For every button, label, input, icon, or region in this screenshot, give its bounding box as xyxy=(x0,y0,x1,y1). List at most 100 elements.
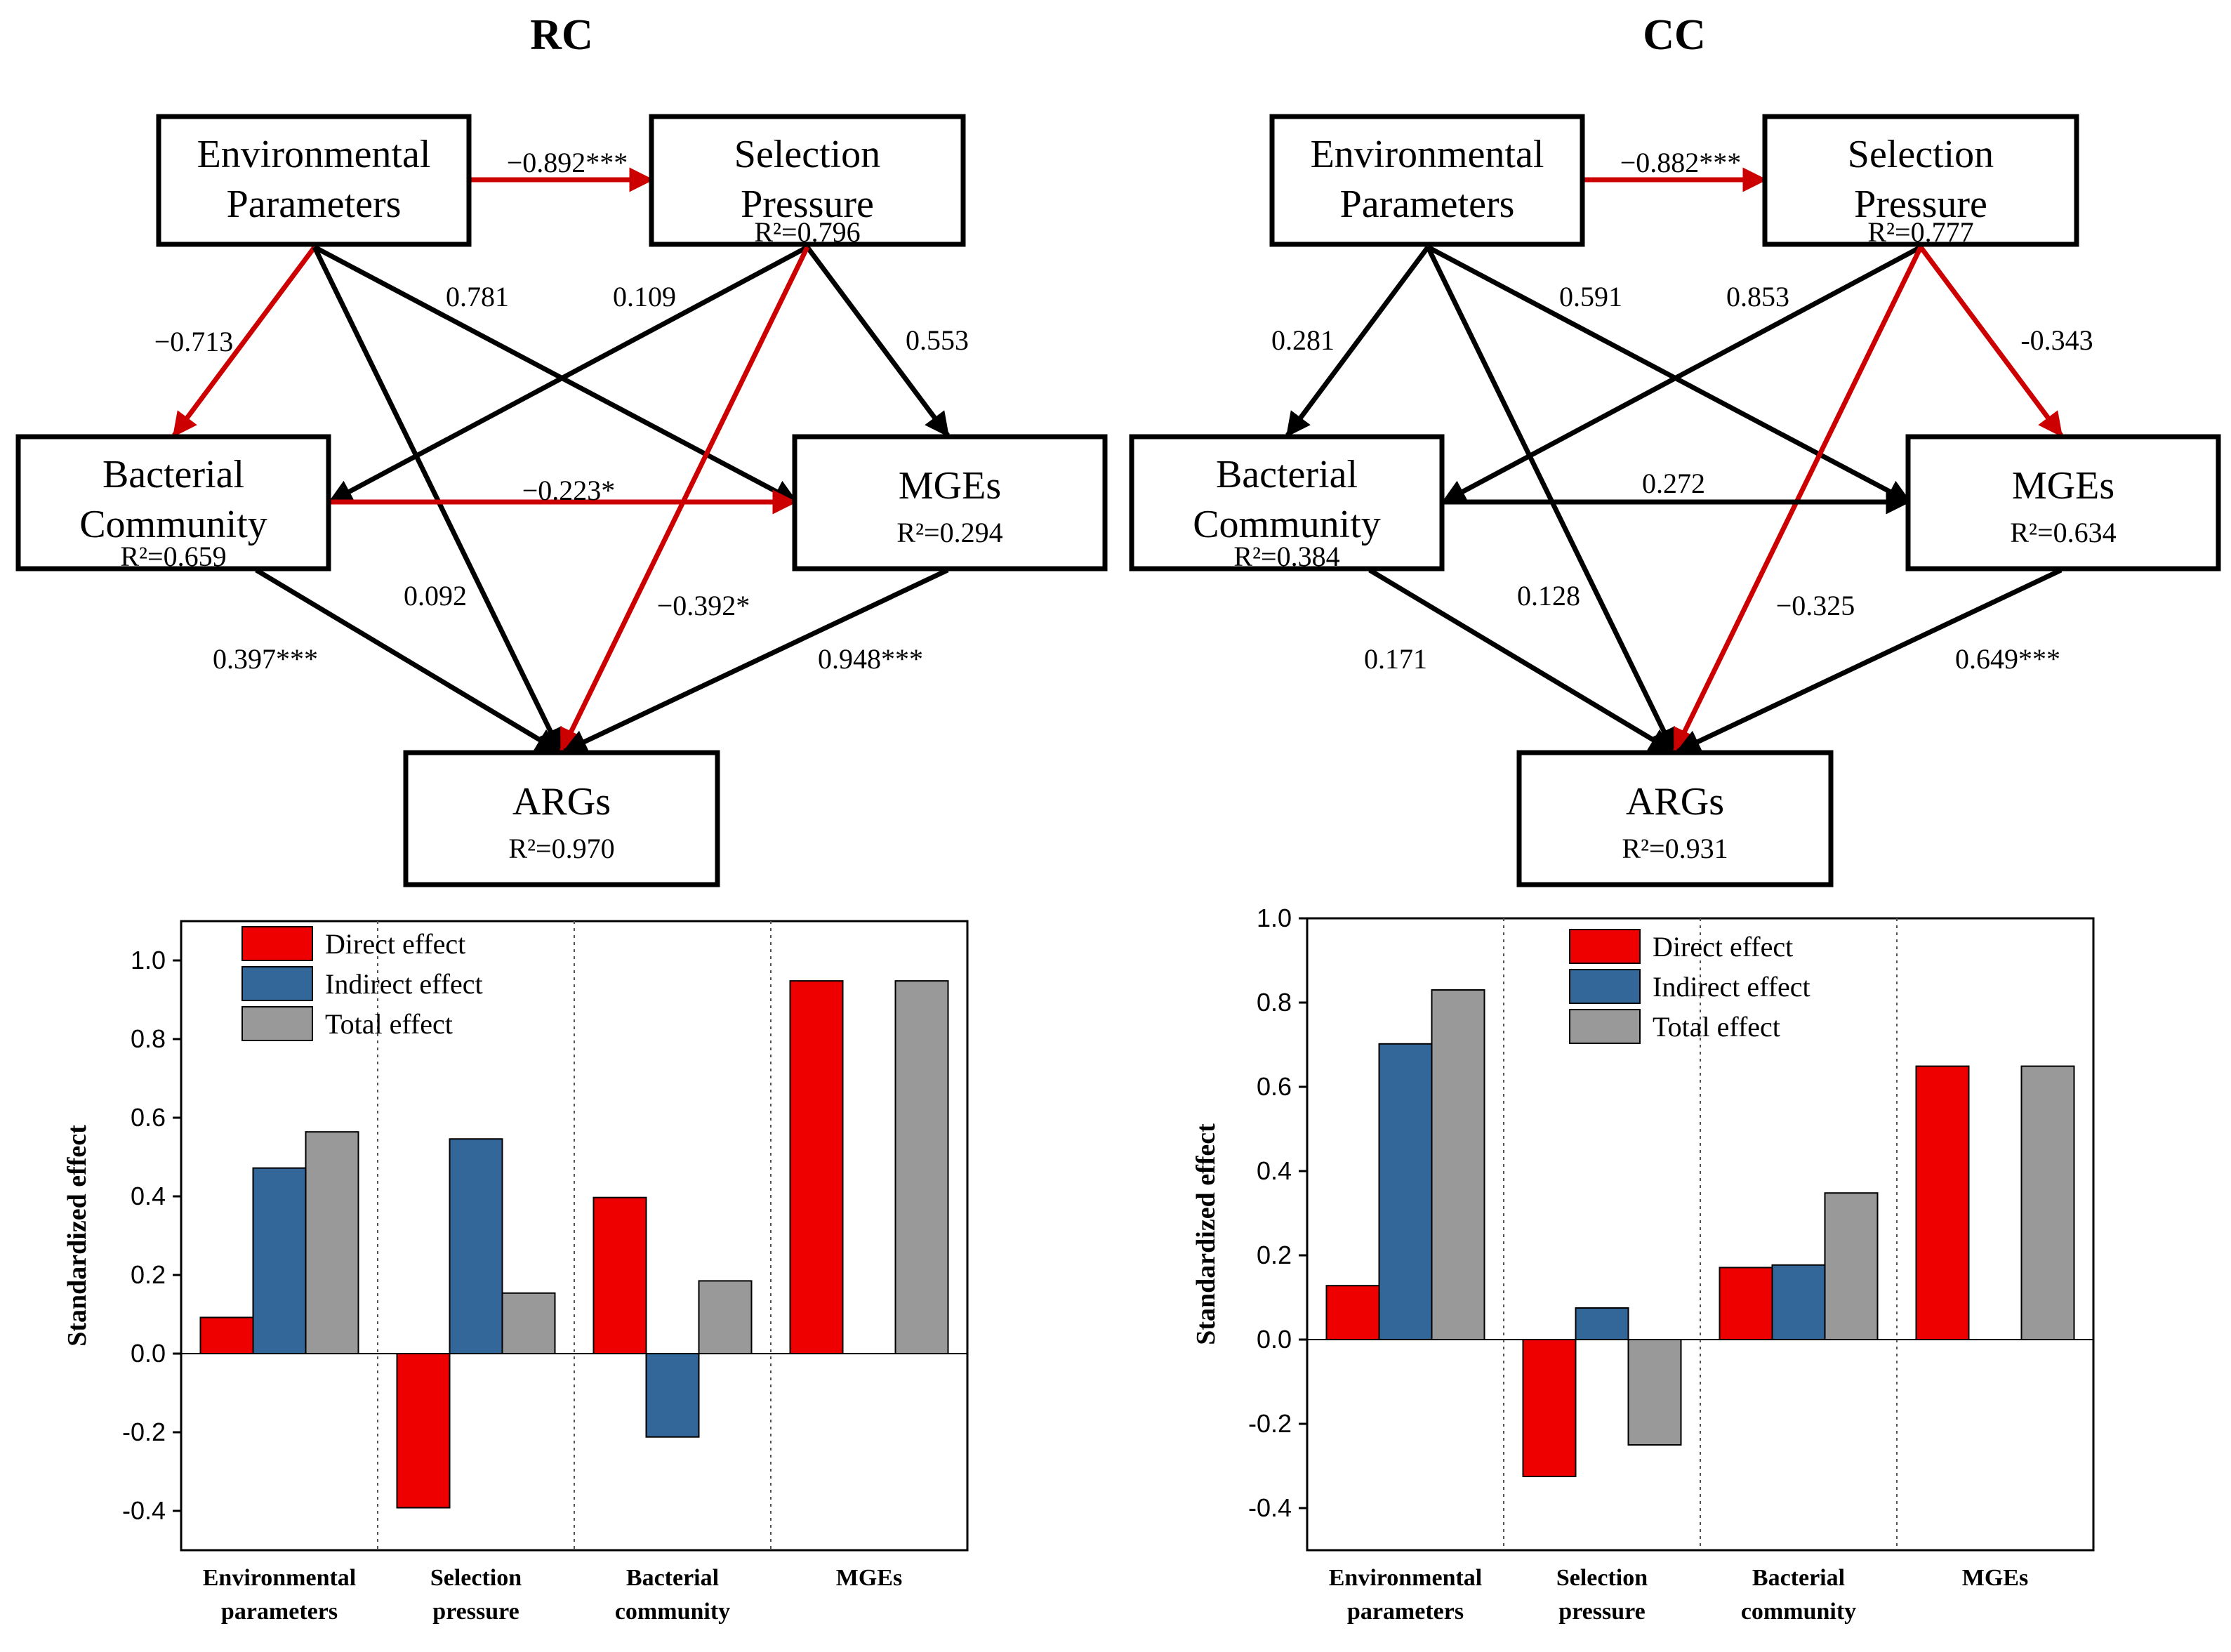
legend-label: Direct effect xyxy=(325,928,465,960)
y-tick-label: -0.4 xyxy=(122,1496,166,1525)
node-label-line2: Parameters xyxy=(227,183,402,226)
bar-direct-effect xyxy=(396,1353,451,1509)
bar-indirect-effect xyxy=(1378,1043,1433,1341)
r-squared-label: R²=0.294 xyxy=(896,517,1002,548)
y-tick-label: 0.4 xyxy=(131,1182,166,1210)
path-coefficient-env-bac: 0.281 xyxy=(1271,324,1335,356)
path-coefficient-bac-mge: −0.223* xyxy=(522,475,616,506)
r-squared-label: R²=0.777 xyxy=(1867,216,1973,248)
bar-indirect-effect xyxy=(252,1167,307,1355)
node-label-line1: Selection xyxy=(1848,133,1994,176)
panel-title: RC xyxy=(530,11,593,59)
path-arrow-sel-bac xyxy=(1441,244,1922,505)
path-coefficient-bac-mge: 0.272 xyxy=(1642,468,1705,499)
path-arrow-sel-bac xyxy=(327,244,809,505)
bar-direct-effect xyxy=(1522,1339,1577,1477)
bar-direct-effect xyxy=(592,1196,647,1355)
path-arrow-sel-arg xyxy=(1672,246,1924,754)
bar-total-effect xyxy=(501,1292,556,1355)
node-label-line2: Community xyxy=(79,503,267,546)
legend-swatch xyxy=(1569,969,1641,1004)
node-label-line2: Pressure xyxy=(741,183,874,226)
sem-diagram-rc: RCEnvironmentalParametersSelectionPressu… xyxy=(15,11,1108,887)
category-label: pressure xyxy=(432,1599,519,1625)
path-arrow-env-arg xyxy=(312,246,563,754)
path-coefficient-bac-arg: 0.171 xyxy=(1364,643,1427,675)
path-coefficient-mge-arg: 0.948*** xyxy=(818,643,923,675)
category-label: MGEs xyxy=(1962,1565,2028,1591)
bar-total-effect xyxy=(2020,1065,2075,1340)
path-coefficient-env-sel: −0.892*** xyxy=(507,147,628,178)
y-tick-label: 0.8 xyxy=(1257,988,1292,1017)
bar-direct-effect xyxy=(1719,1267,1773,1341)
bar-direct-effect xyxy=(199,1316,254,1354)
panel-title: CC xyxy=(1643,11,1706,59)
y-tick-label: 0.0 xyxy=(1257,1325,1292,1354)
path-arrow-mge-arg xyxy=(1675,567,2063,754)
path-coefficient-sel-bac: 0.109 xyxy=(613,281,676,312)
path-coefficient-sel-mge: -0.343 xyxy=(2020,324,2093,356)
node-label: MGEs xyxy=(2012,464,2114,508)
bar-total-effect xyxy=(1824,1192,1879,1340)
path-arrow-bac-arg xyxy=(1368,567,1675,754)
path-arrow-sel-arg xyxy=(559,246,810,754)
path-arrow-env-mge xyxy=(1426,244,1912,505)
path-arrow-env-bac xyxy=(1285,245,1430,437)
node-label: MGEs xyxy=(899,464,1001,508)
path-coefficient-env-mge: 0.591 xyxy=(1559,281,1622,312)
category-label: MGEs xyxy=(836,1565,902,1591)
path-coefficient-sel-bac: 0.853 xyxy=(1726,281,1789,312)
legend-swatch xyxy=(1569,1009,1641,1044)
y-tick-label: 0.0 xyxy=(131,1339,166,1368)
y-tick-label: -0.4 xyxy=(1248,1493,1292,1522)
r-squared-label: R²=0.384 xyxy=(1233,541,1339,572)
legend-swatch xyxy=(241,1006,313,1041)
category-label: community xyxy=(1741,1599,1856,1625)
path-coefficient-sel-arg: −0.325 xyxy=(1776,590,1855,621)
path-coefficient-mge-arg: 0.649*** xyxy=(1955,643,2060,675)
path-coefficient-sel-mge: 0.553 xyxy=(906,324,969,356)
bar-indirect-effect xyxy=(645,1353,700,1438)
y-tick-label: 0.2 xyxy=(131,1260,166,1289)
path-arrow-env-mge xyxy=(313,244,799,505)
path-arrow-bac-arg xyxy=(255,567,562,754)
r-squared-label: R²=0.634 xyxy=(2010,517,2116,548)
r-squared-label: R²=0.931 xyxy=(1622,833,1728,864)
path-arrow-sel-mge xyxy=(1919,245,2063,437)
y-tick-label: 0.4 xyxy=(1257,1156,1292,1185)
path-arrow-env-arg xyxy=(1425,246,1676,754)
node-label-line2: Community xyxy=(1193,503,1381,546)
path-coefficient-bac-arg: 0.397*** xyxy=(213,643,318,675)
y-tick-label: 0.6 xyxy=(131,1103,166,1132)
node-label-line1: Bacterial xyxy=(102,453,244,496)
category-label: Selection xyxy=(430,1565,522,1591)
legend-label: Direct effect xyxy=(1653,931,1793,963)
y-tick-label: 0.6 xyxy=(1257,1072,1292,1101)
node-label-line1: Bacterial xyxy=(1216,453,1358,496)
node-label-line2: Pressure xyxy=(1854,183,1987,226)
path-coefficient-env-bac: −0.713 xyxy=(154,326,234,357)
bar-total-effect xyxy=(1627,1339,1682,1446)
legend-label: Total effect xyxy=(325,1008,453,1040)
y-tick-label: 1.0 xyxy=(1257,904,1292,932)
y-tick-label: 0.8 xyxy=(131,1024,166,1053)
y-axis-label: Standardized effect xyxy=(62,1125,92,1347)
path-coefficient-env-arg: 0.092 xyxy=(404,580,467,612)
path-arrow-sel-mge xyxy=(805,245,950,437)
legend-label: Indirect effect xyxy=(1653,971,1810,1003)
node-label: ARGs xyxy=(1626,780,1724,824)
legend-swatch xyxy=(241,966,313,1001)
bar-direct-effect xyxy=(1325,1285,1380,1340)
r-squared-label: R²=0.970 xyxy=(508,833,614,864)
path-arrow-mge-arg xyxy=(562,567,949,754)
bar-total-effect xyxy=(698,1280,753,1355)
path-coefficient-sel-arg: −0.392* xyxy=(657,590,750,621)
